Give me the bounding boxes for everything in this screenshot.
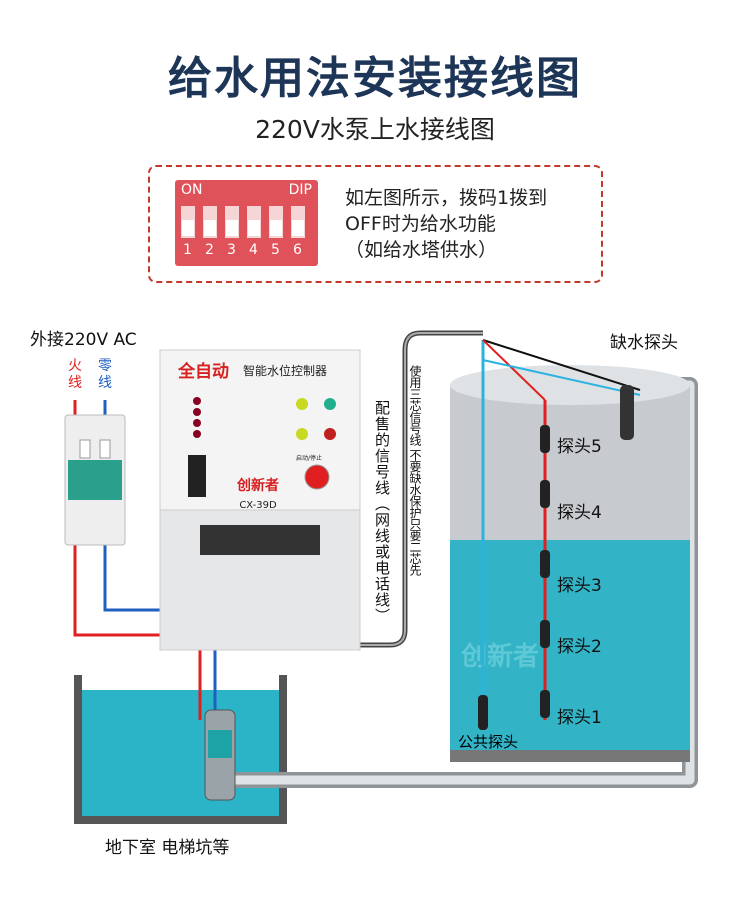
tank-logo: 创新者: [460, 641, 539, 672]
controller-logo: 创新者: [236, 477, 279, 494]
probe-2-label: 探头2: [557, 637, 602, 657]
alarm-led: [296, 428, 308, 440]
power-led: [324, 428, 336, 440]
note-line: 如左图所示，拨码1拨到: [345, 187, 548, 209]
dip-note-box: [148, 165, 603, 283]
power-label: 外接220V AC: [30, 330, 137, 350]
common-probe-label: 公共探头: [458, 733, 519, 751]
neutral-label: 零线: [98, 358, 112, 391]
dry-probe-label: 缺水探头: [610, 333, 678, 353]
protect-led: [296, 398, 308, 410]
start-stop-button[interactable]: [304, 464, 330, 490]
dip-note: 如左图所示，拨码1拨到 OFF时为给水功能 （如给水塔供水）: [345, 185, 547, 263]
controller-model: CX-39D: [239, 500, 277, 511]
dip-label: DIP: [288, 182, 312, 198]
level-probe: [540, 425, 550, 453]
probe-4-label: 探头4: [557, 503, 602, 523]
page-subtitle: 220V水泵上水接线图: [255, 115, 495, 144]
dip-switch-4: 4: [247, 206, 261, 258]
dip-switch-5: 5: [269, 206, 283, 258]
live-label: 火线: [68, 358, 82, 391]
probe-1-label: 探头1: [557, 708, 602, 728]
dip-number: 2: [205, 242, 214, 258]
level-probe: [540, 620, 550, 648]
work-led: [324, 398, 336, 410]
dip-switch-6: 6: [291, 206, 305, 258]
well-caption: 地下室 电梯坑等: [105, 838, 230, 858]
dip-number: 5: [271, 242, 280, 258]
dip-number: 6: [293, 242, 302, 258]
dip-on-label: ON: [181, 182, 203, 198]
dip-number: 4: [249, 242, 258, 258]
supplied-cable-note: 配售的信号线（网线或电话线）: [373, 400, 391, 624]
dip-number: 1: [183, 242, 192, 258]
level-probe: [540, 690, 550, 718]
common-probe: [478, 695, 488, 730]
dry-run-probe: [620, 385, 634, 440]
note-line: （如给水塔供水）: [345, 239, 498, 261]
probe-3-label: 探头3: [557, 576, 602, 596]
dip-switch-1: 1: [181, 206, 195, 258]
svg-text:启动/停止: 启动/停止: [296, 454, 322, 462]
note-line: OFF时为给水功能: [345, 213, 496, 235]
controller-name: 智能水位控制器: [243, 363, 327, 378]
page-title: 给水用法安装接线图: [168, 53, 582, 104]
probe-5-label: 探头5: [557, 437, 602, 457]
dip-number: 3: [227, 242, 236, 258]
well-water: [78, 690, 283, 818]
level-probe: [540, 550, 550, 578]
mode-switch[interactable]: [188, 455, 206, 497]
dip-switch-3: 3: [225, 206, 239, 258]
controller-slogan: 全自动: [177, 361, 229, 382]
dip-switch-2: 2: [203, 206, 217, 258]
well-walls: [74, 675, 287, 824]
three-core-note: 使用三芯信号线 不要缺水保护只要二芯先: [408, 365, 422, 576]
level-probe: [540, 480, 550, 508]
